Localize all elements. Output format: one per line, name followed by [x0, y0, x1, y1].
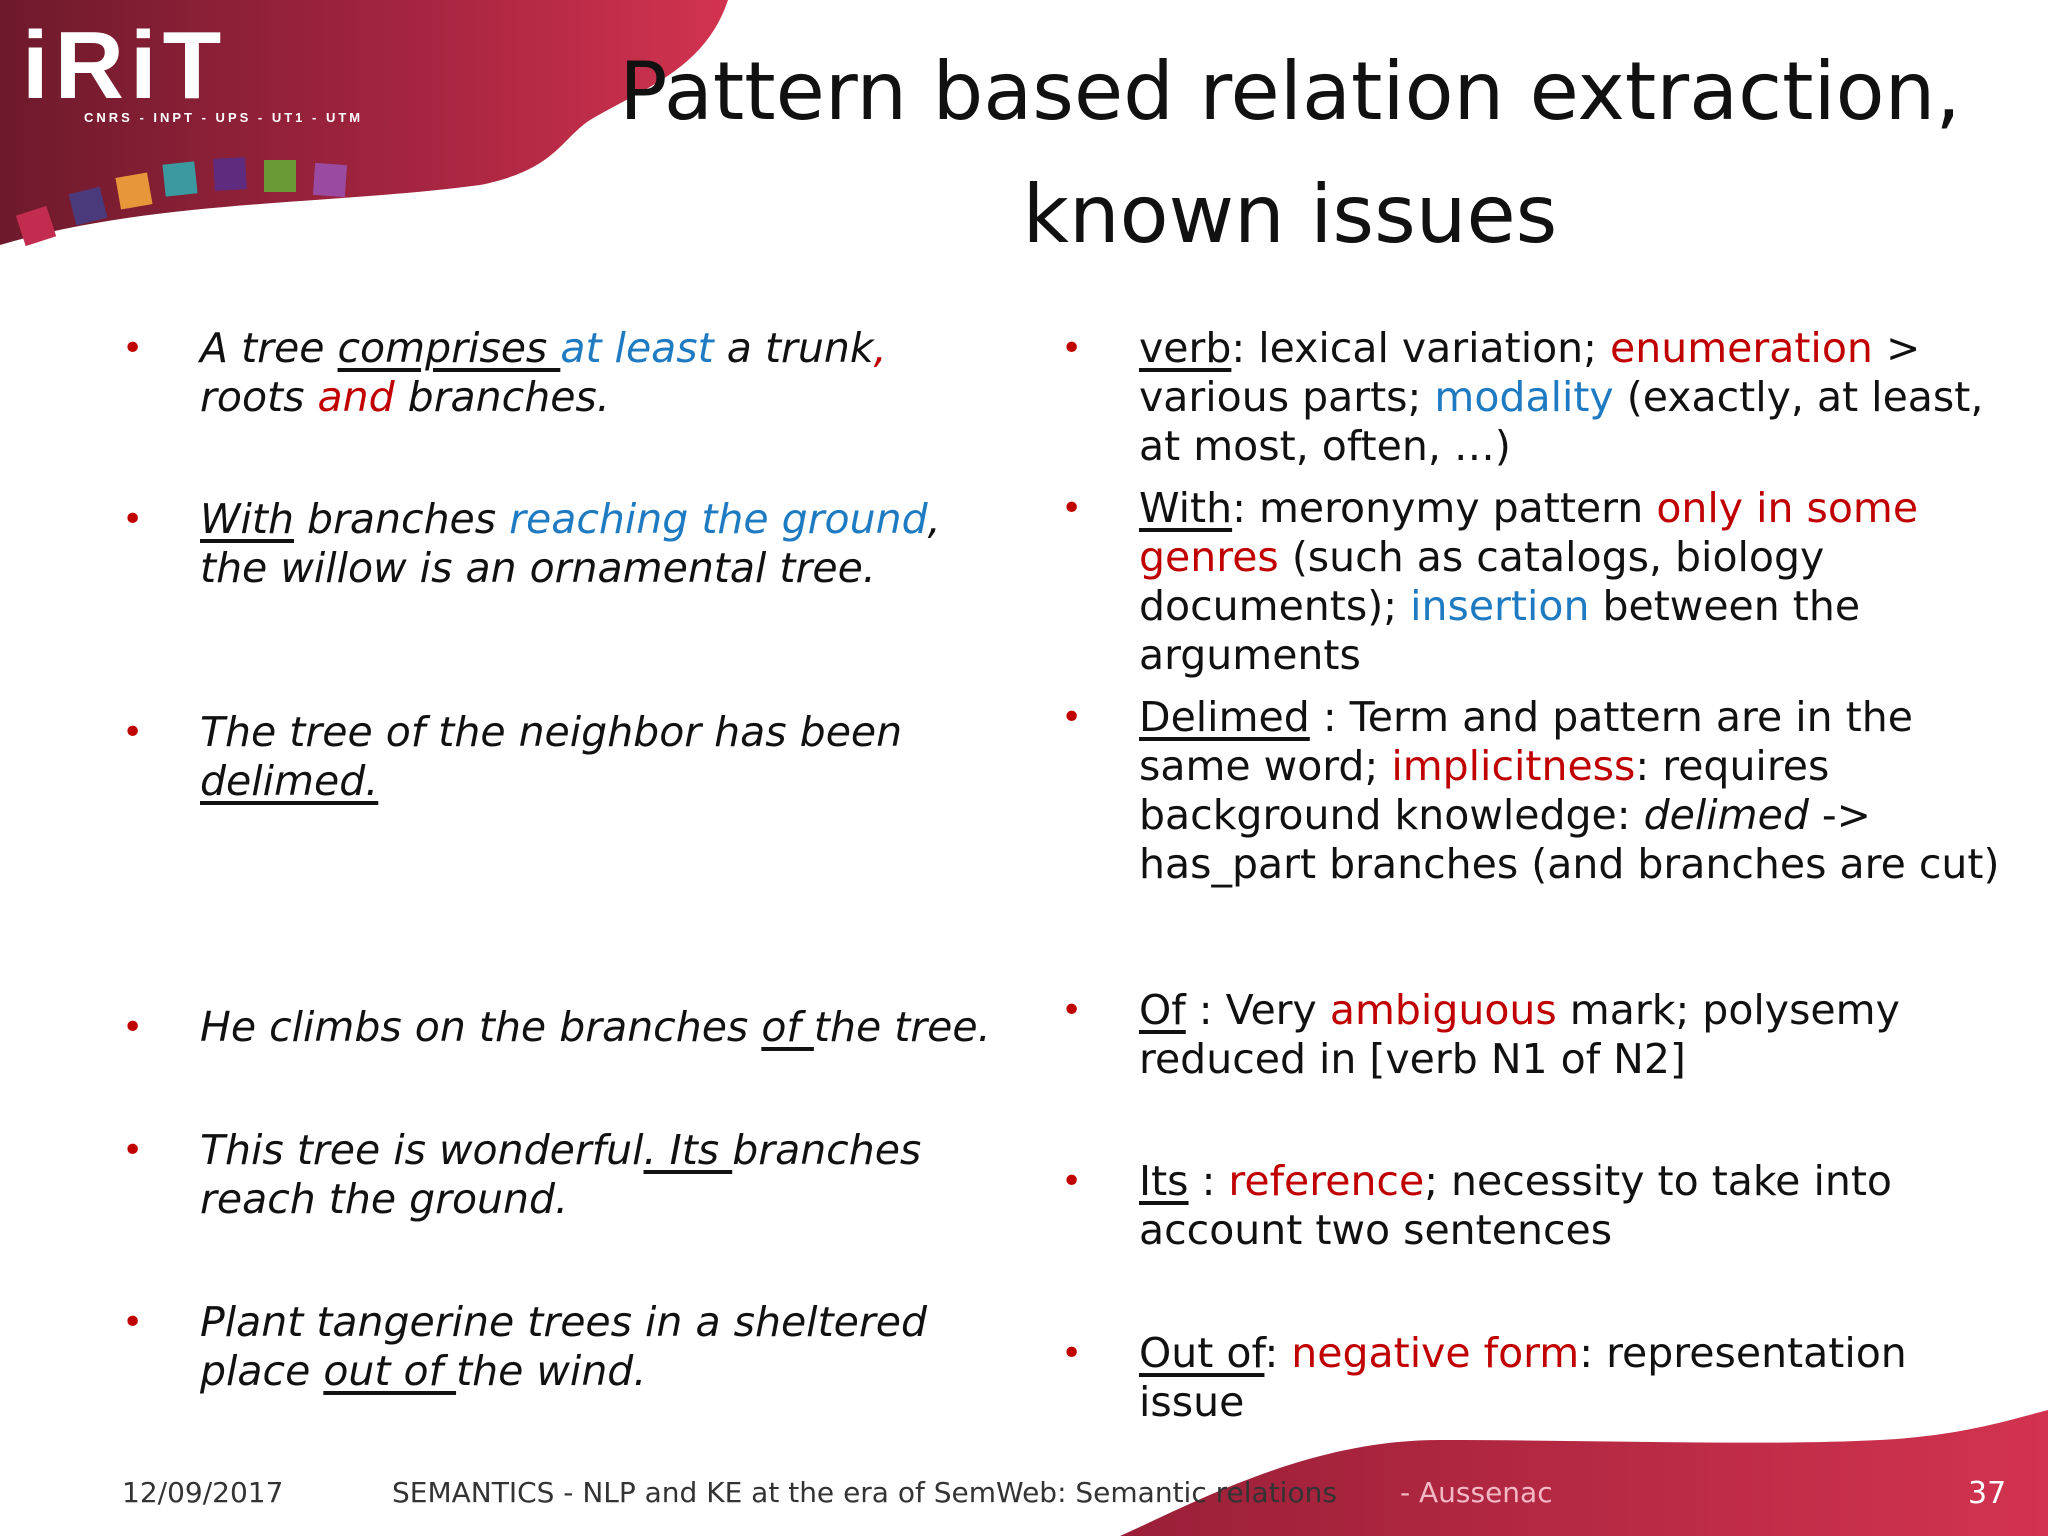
bullet-icon: •: [1061, 1333, 1083, 1374]
left-item-text: Plant tangerine trees in a sheltered pla…: [200, 1298, 927, 1395]
bullet-icon: •: [122, 1130, 144, 1171]
bullet-icon: •: [122, 499, 144, 540]
page-number: 37: [1968, 1476, 2007, 1511]
footer-date: 12/09/2017: [122, 1476, 284, 1509]
bullet-icon: •: [122, 1007, 144, 1048]
footer-author: - Aussenac: [1400, 1476, 1553, 1509]
footer-title: SEMANTICS - NLP and KE at the era of Sem…: [392, 1476, 1337, 1509]
left-item-text: This tree is wonderful. Its branches rea…: [200, 1126, 922, 1223]
right-item-text: Of : Very ambiguous mark; polysemy reduc…: [1139, 986, 1900, 1083]
bullet-icon: •: [122, 1302, 144, 1343]
logo-wordmark: iRiT: [22, 12, 228, 119]
right-item-text: verb: lexical variation; enumeration > v…: [1139, 324, 1984, 470]
bullet-icon: •: [1061, 488, 1083, 529]
bullet-icon: •: [1061, 990, 1083, 1031]
left-item-text: The tree of the neighbor has been delime…: [200, 708, 903, 805]
logo-color-squares: [15, 157, 348, 247]
right-item-text: Its : reference; necessity to take into …: [1139, 1157, 1892, 1254]
title-line-1: Pattern based relation extraction,: [619, 45, 1961, 138]
bullet-icon: •: [122, 328, 144, 369]
logo-subtitle: CNRS - INPT - UPS - UT1 - UTM: [84, 110, 364, 125]
bullet-icon: •: [1061, 1161, 1083, 1202]
left-item-text: With branches reaching the ground, the w…: [200, 495, 941, 592]
slide-title: Pattern based relation extraction, known…: [560, 30, 2020, 276]
footer-wave: [1120, 1410, 2048, 1536]
left-item-text: He climbs on the branches of the tree.: [200, 1003, 991, 1051]
bullet-icon: •: [122, 712, 144, 753]
left-item-text: A tree comprises at least a trunk, roots…: [200, 324, 887, 421]
right-item-text: With: meronymy pattern only in some genr…: [1139, 484, 1919, 679]
bullet-icon: •: [1061, 697, 1083, 738]
right-item-text: Delimed : Term and pattern are in the sa…: [1139, 693, 2000, 888]
title-line-2: known issues: [1022, 168, 1558, 261]
bullet-icon: •: [1061, 328, 1083, 369]
right-item-text: Out of: negative form: representation is…: [1139, 1329, 1907, 1426]
